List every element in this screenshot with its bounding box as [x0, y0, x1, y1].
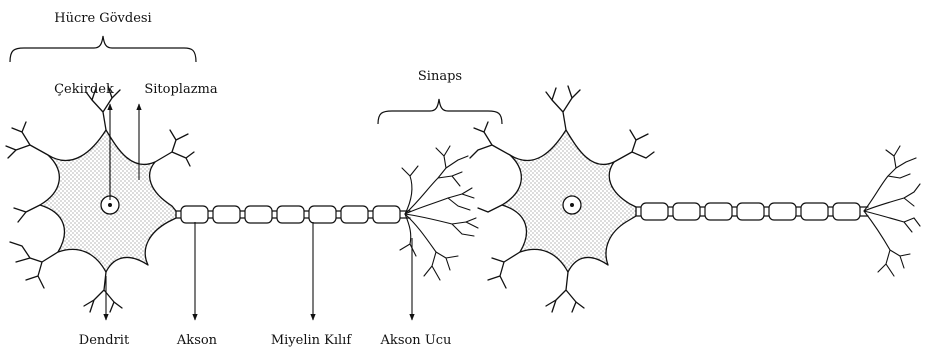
- myelin-segments-2: [641, 203, 860, 220]
- synapse-label: Sinaps: [418, 69, 462, 84]
- myelin-sheath-label: Miyelin Kılıf: [271, 333, 353, 348]
- neuron-2: [470, 86, 920, 312]
- myelin-segments-1: [181, 206, 400, 223]
- axon-terminal-label: Akson Ucu: [380, 333, 452, 348]
- axon-terminal-2: [864, 146, 920, 276]
- synapse-bracket: [378, 99, 502, 124]
- cytoplasm-label: Sitoplazma: [144, 82, 218, 97]
- axon-label: Akson: [176, 333, 218, 348]
- neuron-1: [6, 86, 478, 312]
- cell-body-label: Hücre Gövdesi: [54, 11, 151, 26]
- nucleus-label: Çekirdek: [54, 82, 114, 97]
- cell-body-bracket: [10, 36, 196, 62]
- dendrite-label: Dendrit: [79, 333, 130, 348]
